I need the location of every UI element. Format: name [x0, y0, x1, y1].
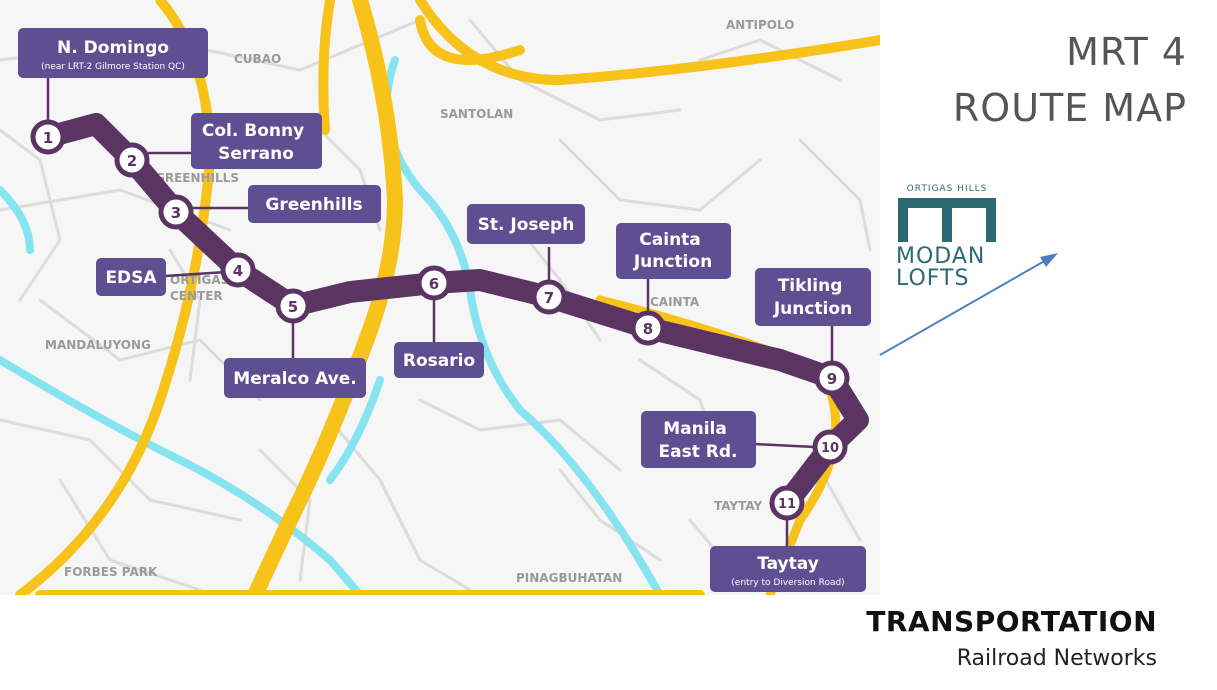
svg-text:Col. Bonny Serrano: Col. Bonny Serrano: [202, 121, 310, 164]
svg-text:5: 5: [288, 298, 298, 316]
station-label-n-domingo[interactable]: N. Domingo (near LRT-2 Gilmore Station Q…: [18, 28, 208, 78]
area-label-forbes-park: FORBES PARK: [64, 565, 158, 579]
area-label-antipolo: ANTIPOLO: [726, 18, 794, 32]
svg-text:10: 10: [821, 441, 839, 456]
station-label-greenhills[interactable]: Greenhills: [248, 185, 381, 223]
pointer-arrow-icon: [879, 253, 1058, 356]
area-label-cubao: CUBAO: [234, 52, 281, 66]
svg-text:Cainta Junction: Cainta Junction: [633, 230, 712, 272]
mrt4-route-line: [37, 113, 869, 514]
svg-text:4: 4: [233, 262, 243, 280]
svg-text:EDSA: EDSA: [105, 268, 157, 288]
svg-text:Meralco Ave.: Meralco Ave.: [233, 369, 356, 389]
station-marker-7[interactable]: 7: [531, 279, 567, 315]
station-marker-2[interactable]: 2: [114, 142, 150, 178]
svg-text:St. Joseph: St. Joseph: [478, 215, 575, 235]
area-label-mandaluyong: MANDALUYONG: [45, 338, 151, 352]
station-marker-9[interactable]: 9: [814, 360, 850, 396]
logo-word-modan: MODAN: [896, 244, 986, 269]
station-label-edsa[interactable]: EDSA: [96, 258, 166, 296]
svg-text:Rosario: Rosario: [403, 351, 475, 371]
station-marker-10[interactable]: 10: [812, 429, 848, 465]
area-label-pinagbuhatan: PINAGBUHATAN: [516, 571, 622, 585]
svg-text:Manila East Rd.: Manila East Rd.: [659, 419, 738, 462]
station-label-meralco-ave[interactable]: Meralco Ave.: [224, 358, 366, 398]
station-marker-4[interactable]: 4: [220, 252, 256, 288]
svg-text:Tikling Junction: Tikling Junction: [773, 276, 852, 319]
station-label-st-joseph[interactable]: St. Joseph: [467, 204, 585, 244]
station-label-rosario[interactable]: Rosario: [394, 342, 484, 378]
station-marker-6[interactable]: 6: [416, 265, 452, 301]
station-markers: 1 2 3 4 5 6 7 8 9 10 11: [30, 119, 850, 521]
svg-text:7: 7: [544, 289, 554, 307]
station-marker-3[interactable]: 3: [158, 194, 194, 230]
svg-text:N. Domingo: N. Domingo: [57, 38, 169, 58]
logo-word-lofts: LOFTS: [896, 266, 970, 291]
svg-text:Greenhills: Greenhills: [265, 195, 362, 215]
footer-railroad-networks: Railroad Networks: [956, 646, 1157, 671]
station-label-taytay[interactable]: Taytay (entry to Diversion Road): [710, 546, 866, 592]
svg-text:9: 9: [827, 370, 837, 388]
svg-text:2: 2: [127, 152, 137, 170]
page-title-line-1: MRT 4: [1066, 30, 1187, 74]
station-marker-11[interactable]: 11: [769, 485, 805, 521]
route-map: CUBAO ANTIPOLO SANTOLAN GREENHILLS ORTIG…: [0, 0, 880, 595]
station-label-manila-east-rd[interactable]: Manila East Rd.: [641, 411, 756, 468]
svg-text:1: 1: [43, 129, 53, 147]
station-label-cainta-junction[interactable]: Cainta Junction: [616, 223, 731, 279]
page-title-line-2: ROUTE MAP: [952, 86, 1187, 130]
svg-text:8: 8: [643, 320, 653, 338]
svg-text:6: 6: [429, 275, 439, 293]
station-marker-1[interactable]: 1: [30, 119, 66, 155]
station-marker-5[interactable]: 5: [275, 288, 311, 324]
station-label-col-bonny-serrano[interactable]: Col. Bonny Serrano: [191, 113, 322, 169]
area-labels: CUBAO ANTIPOLO SANTOLAN GREENHILLS ORTIG…: [45, 18, 794, 585]
footer-transportation: TRANSPORTATION: [866, 605, 1157, 638]
svg-text:(entry to Diversion Road): (entry to Diversion Road): [731, 578, 844, 588]
svg-text:11: 11: [778, 497, 796, 512]
svg-text:(near LRT-2 Gilmore Station QC: (near LRT-2 Gilmore Station QC): [41, 62, 185, 72]
logo-tagline: ORTIGAS HILLS: [906, 184, 988, 194]
station-label-tikling-junction[interactable]: Tikling Junction: [755, 268, 871, 326]
svg-text:Taytay: Taytay: [757, 554, 819, 574]
area-label-santolan: SANTOLAN: [440, 107, 513, 121]
station-labels: N. Domingo (near LRT-2 Gilmore Station Q…: [18, 28, 871, 592]
area-label-cainta: CAINTA: [650, 295, 700, 309]
area-label-greenhills: GREENHILLS: [155, 171, 239, 185]
modan-lofts-logo-icon: [898, 198, 996, 242]
area-label-taytay: TAYTAY: [714, 499, 762, 513]
station-marker-8[interactable]: 8: [630, 310, 666, 346]
area-label-ortigas-center: ORTIGAS CENTER: [170, 273, 234, 303]
label-connectors: [46, 78, 834, 547]
svg-text:3: 3: [171, 204, 181, 222]
